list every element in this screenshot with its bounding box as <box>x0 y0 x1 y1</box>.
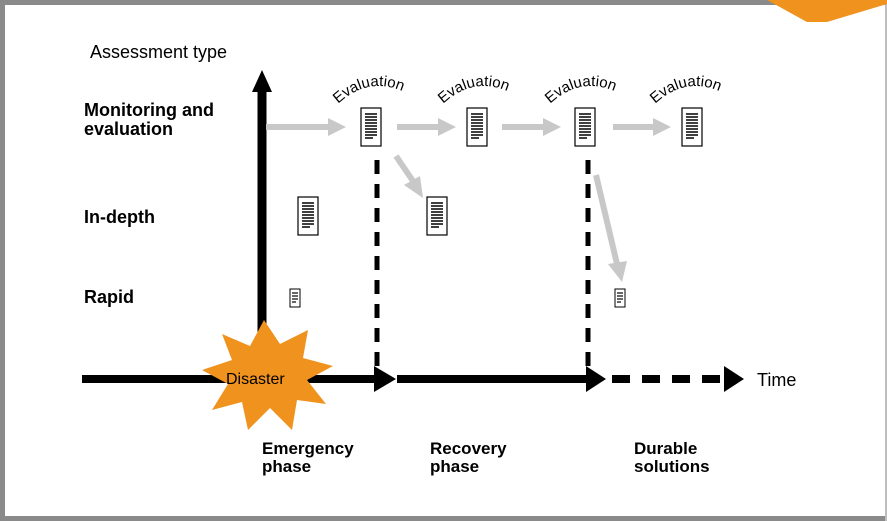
frame-left-border <box>0 0 5 521</box>
row-label-monitoring: Monitoring and evaluation <box>84 100 214 139</box>
vertical-axis <box>252 70 272 345</box>
frame-right-border <box>885 0 887 521</box>
doc-icon-eval-2 <box>466 107 488 147</box>
doc-icon-eval-4 <box>681 107 703 147</box>
gray-arrows <box>266 118 671 282</box>
phase-label-durable: Durable solutions <box>634 439 710 476</box>
y-axis-title: Assessment type <box>90 42 228 62</box>
time-axis <box>82 366 744 392</box>
doc-icon-rapid-1 <box>289 288 301 308</box>
phase-dividers <box>374 160 591 370</box>
doc-icon-indepth-2 <box>426 196 448 236</box>
disaster-label: Disaster <box>226 371 285 388</box>
frame-top-border <box>0 0 887 5</box>
phase-label-emergency: Emergency phase <box>262 439 354 476</box>
row-label-in-depth: In-depth <box>84 207 155 227</box>
documents <box>289 107 703 308</box>
phase-label-recovery: Recovery phase <box>430 439 507 476</box>
doc-icon-indepth-1 <box>297 196 319 236</box>
evaluation-label-3: Evaluation <box>542 73 619 107</box>
doc-icon-rapid-2 <box>614 288 626 308</box>
doc-icon-eval-3 <box>574 107 596 147</box>
evaluation-label-4: Evaluation <box>647 73 724 107</box>
orange-corner-tab <box>767 0 887 22</box>
frame-bottom-border <box>0 516 887 521</box>
doc-icon-eval-1 <box>360 107 382 147</box>
x-axis-label-time: Time <box>757 370 797 390</box>
disaster-burst <box>202 320 333 430</box>
row-label-rapid: Rapid <box>84 287 135 307</box>
evaluation-label-1: Evaluation <box>330 73 407 107</box>
evaluation-label-2: Evaluation <box>435 73 512 107</box>
